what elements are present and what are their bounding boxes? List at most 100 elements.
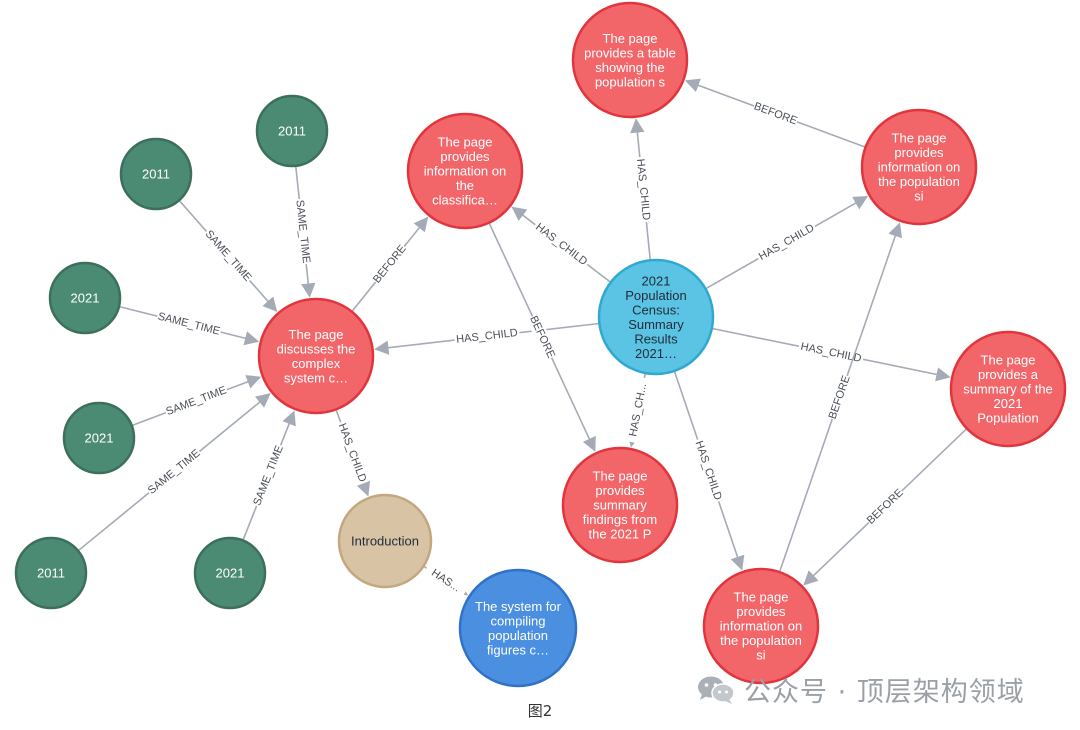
node-circle[interactable] [949,330,1067,448]
node-label-line: si [756,648,766,663]
node-label-line: 2011 [37,566,65,581]
edge-label-group: SAME_TIME [250,442,288,509]
node-label-line: information on [878,160,960,175]
node-circle[interactable] [597,258,715,376]
node-label-line: population [488,628,548,643]
edge-label-group: BEFORE [751,99,800,129]
node-label-line: The page [289,327,344,342]
node-label-line: summary of the [963,382,1053,397]
node-circle[interactable] [119,137,193,211]
edge-label: BEFORE [827,374,853,421]
graph-edge: HAS_CH... [625,373,652,448]
edges-layer: SAME_TIME SAME_TIME SAME_TIME SAME_TIME SAME… [78,78,967,600]
node-circle[interactable] [702,567,820,685]
node-label-line: 2021 [71,291,100,306]
graph-node-system[interactable]: The system forcompilingpopulationfigures… [458,568,578,688]
node-label-line: The page [892,131,947,146]
node-circle[interactable] [14,536,88,610]
edge-label: HAS_CHILD [533,221,589,268]
node-label-line: The page [603,31,658,46]
node-circle[interactable] [337,493,433,589]
graph-edge: SAME_TIME [119,305,260,346]
edge-label-group: BEFORE [863,485,907,528]
node-circle[interactable] [257,297,375,415]
node-label-line: complex [292,356,341,371]
edge-label-background [155,309,223,339]
node-label-line: provides [736,604,786,619]
node-circle[interactable] [193,536,267,610]
graph-node-year[interactable]: 2021 [48,261,122,335]
edge-label-group: HAS_CHILD [632,156,654,223]
graph-edge: BEFORE [351,216,429,312]
node-circle[interactable] [458,568,578,688]
node-label-line: 2011 [278,124,306,139]
graph-canvas: SAME_TIME SAME_TIME SAME_TIME SAME_TIME SAME… [14,1,1067,688]
graph-edge: SAME_TIME [179,200,278,313]
graph-node-year[interactable]: 2011 [14,536,88,610]
edge-label-background [863,485,907,528]
edge-label: SAME_TIME [203,228,254,284]
graph-node-census[interactable]: 2021PopulationCensus:SummaryResults2021… [597,258,715,376]
graph-edge: HAS_CHILD [511,206,611,283]
edge-label-group: SAME_TIME [292,198,314,265]
graph-edge: HAS... [422,562,469,600]
edge-label-group: HAS_CHILD [754,220,819,265]
edge-label: BEFORE [752,100,799,127]
node-label-line: 2021 [85,431,114,446]
edge-label-group: BEFORE [526,313,559,361]
edge-label: SAME_TIME [146,447,203,497]
node-circle[interactable] [62,401,136,475]
node-label-line: Results [634,331,678,346]
node-circle[interactable] [571,1,689,119]
graph-edge: HAS_CHILD [334,410,371,497]
edge-label-background [422,562,469,600]
node-label-line: figures c… [487,642,549,657]
graph-node-section[interactable]: Introduction [337,493,433,589]
node-label-line: summary [593,498,647,513]
node-label-line: classifica… [432,193,498,208]
node-circle[interactable] [561,446,679,564]
edge-label: SAME_TIME [251,444,286,508]
watermark-text: 公众号 · 顶层架构领域 [744,677,1025,708]
graph-edge: HAS_CHILD [673,371,745,571]
graph-node-year[interactable]: 2011 [119,137,193,211]
node-label-line: findings from [583,512,657,527]
node-label-line: 2021… [635,346,677,361]
edge-label: HAS_CHILD [800,341,863,365]
edge-label-group: SAME_TIME [155,309,223,339]
node-circle[interactable] [860,108,978,226]
node-label-line: provides a table [584,45,676,60]
edge-label-group: HAS_CHILD [531,219,592,271]
edge-label-background [797,339,865,367]
edge-label-background [632,156,654,223]
node-label-line: discusses the [277,341,356,356]
node-circle[interactable] [48,261,122,335]
node-label-line: Census: [632,302,680,317]
graph-edge: HAS_CHILD [374,322,599,355]
edge-label-group: HAS_CHILD [334,419,371,486]
graph-edge: HAS_CHILD [712,327,951,382]
edge-label: SAME_TIME [157,311,222,338]
graph-edge: SAME_TIME [242,410,296,540]
edge-label-group: BEFORE [825,373,854,422]
edge-label-background [825,373,854,422]
edge-label-group: SAME_TIME [201,226,255,286]
edge-label-background [526,313,559,361]
node-circle[interactable] [255,94,329,168]
graph-node-year[interactable]: 2021 [193,536,267,610]
node-circle[interactable] [406,112,524,230]
wechat-icon [698,676,735,704]
edge-label-background [453,325,521,348]
node-label-line: information on [424,164,506,179]
node-label-line: the [456,178,474,193]
graph-node-year[interactable]: 2011 [255,94,329,168]
edge-label-group: HAS_CHILD [453,325,521,348]
graph-node-year[interactable]: 2021 [62,401,136,475]
